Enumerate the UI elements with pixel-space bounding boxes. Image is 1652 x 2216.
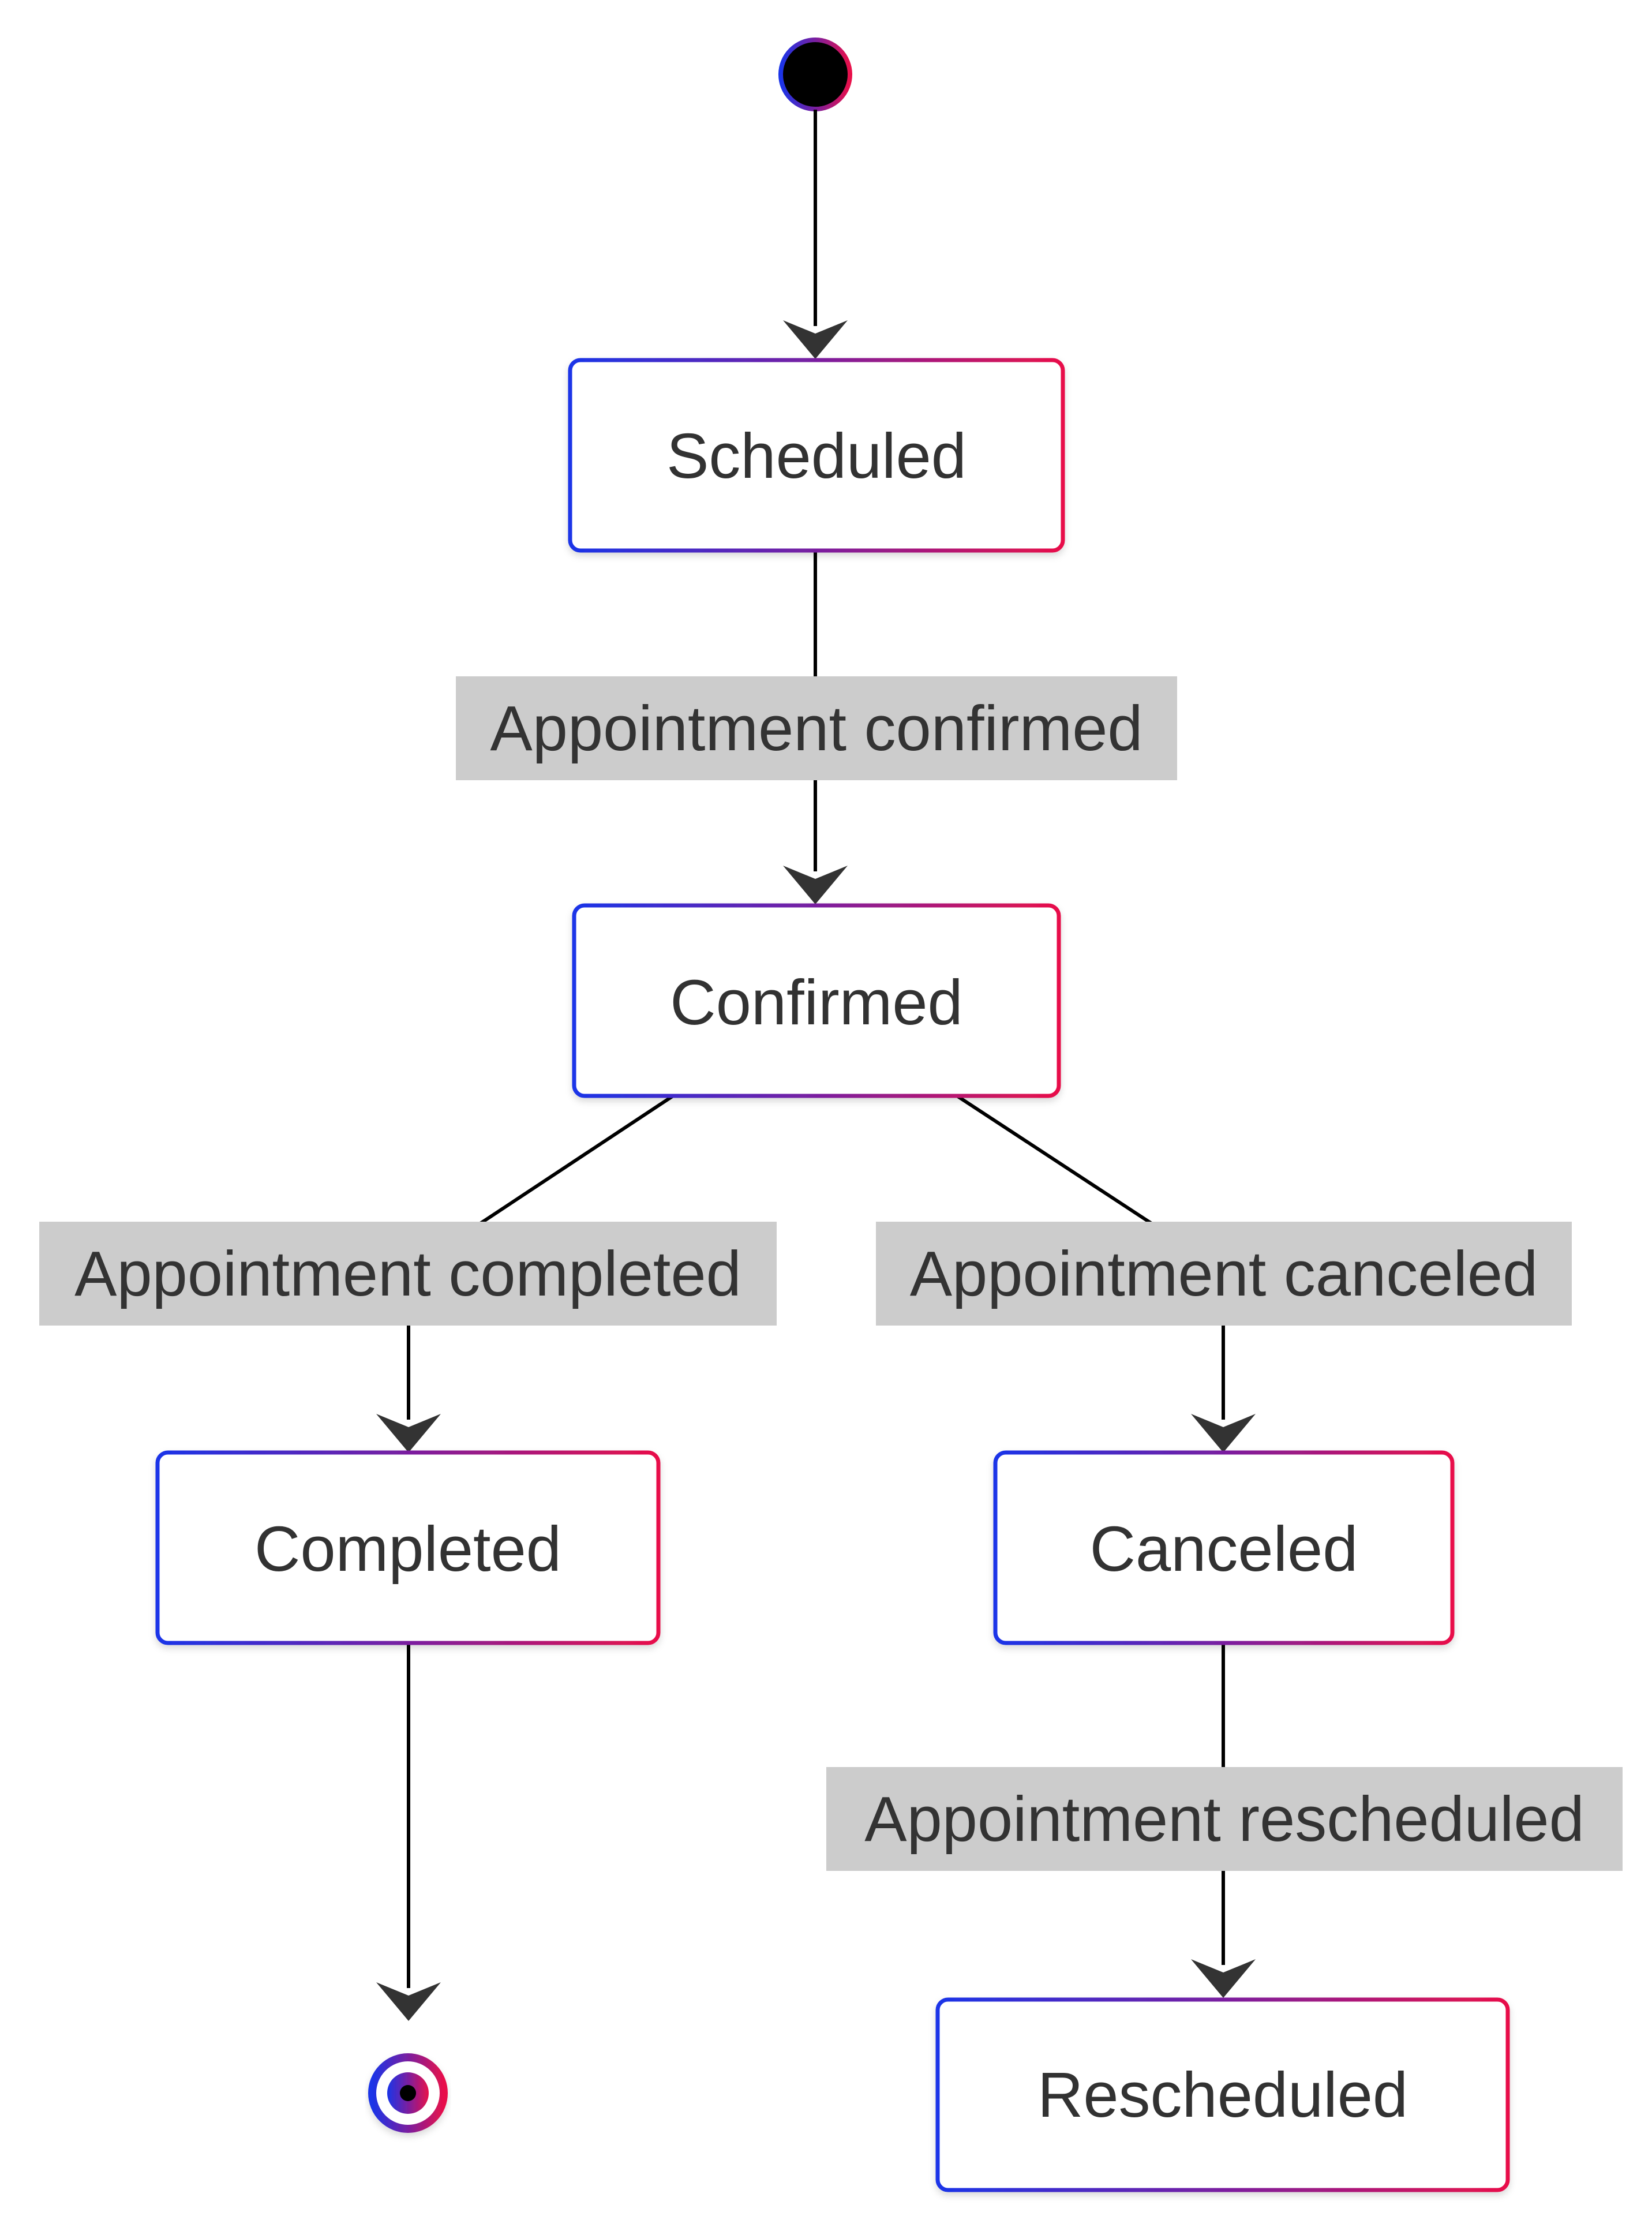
svg-text:Appointment confirmed: Appointment confirmed	[490, 693, 1142, 764]
svg-text:Scheduled: Scheduled	[666, 421, 967, 492]
end-node	[368, 2053, 448, 2133]
state-canceled: Canceled	[993, 1450, 1455, 1645]
edge-label-confirmed: Appointment confirmed	[456, 676, 1177, 780]
svg-text:Completed: Completed	[254, 1514, 561, 1585]
state-rescheduled: Rescheduled	[935, 1997, 1510, 2192]
edge-label-canceled: Appointment canceled	[876, 1222, 1572, 1326]
edge-completed-end	[376, 1644, 441, 2021]
svg-text:Appointment canceled: Appointment canceled	[910, 1238, 1538, 1309]
svg-text:Appointment rescheduled: Appointment rescheduled	[864, 1784, 1584, 1855]
svg-text:Appointment completed: Appointment completed	[74, 1238, 741, 1309]
svg-text:Canceled: Canceled	[1090, 1514, 1358, 1585]
edge-label-rescheduled: Appointment rescheduled	[826, 1767, 1623, 1871]
state-scheduled: Scheduled	[568, 358, 1065, 553]
state-completed: Completed	[155, 1450, 661, 1645]
start-node	[778, 38, 852, 111]
state-confirmed: Confirmed	[572, 903, 1061, 1098]
svg-text:Confirmed: Confirmed	[670, 967, 962, 1038]
edge-start-scheduled	[783, 110, 848, 359]
edge-label-completed: Appointment completed	[39, 1222, 777, 1326]
svg-text:Rescheduled: Rescheduled	[1037, 2060, 1408, 2131]
